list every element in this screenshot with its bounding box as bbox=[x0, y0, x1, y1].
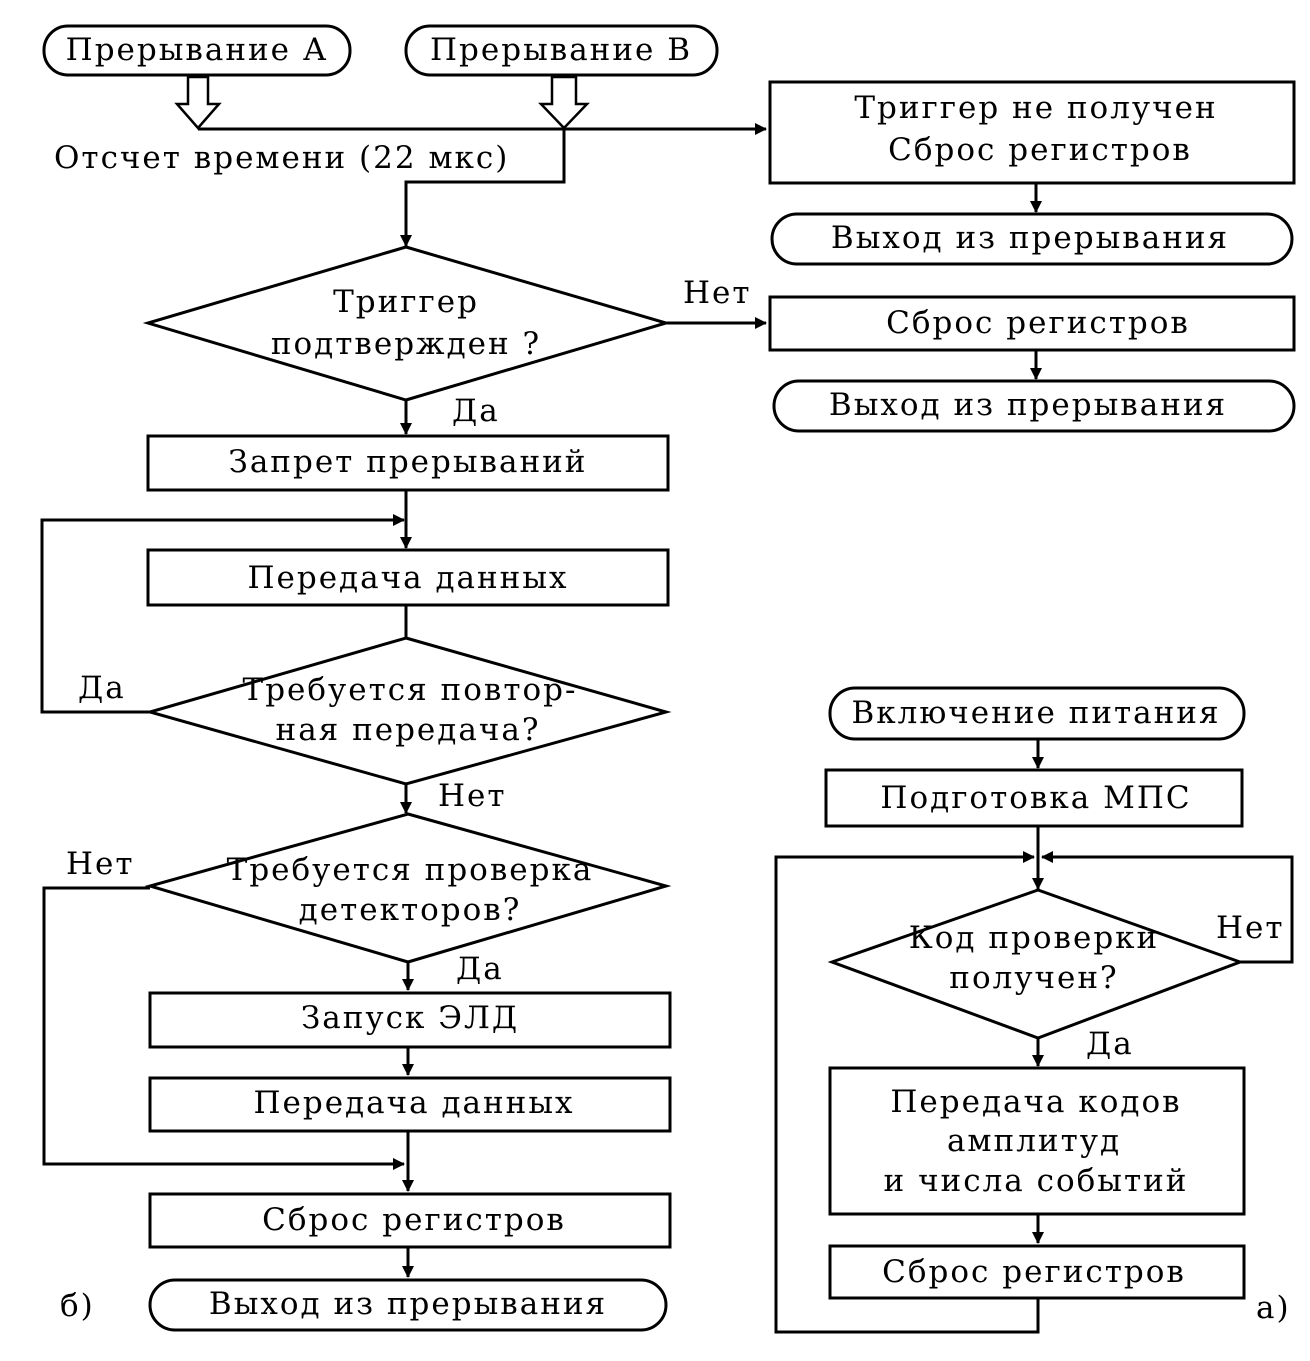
process-no-trigger bbox=[768, 80, 1296, 185]
hollow-arrow-a bbox=[174, 75, 222, 130]
label-yes-check: Да bbox=[456, 951, 504, 987]
process-send-codes bbox=[828, 1066, 1246, 1216]
process-send-codes-line1: Передача кодов bbox=[890, 1084, 1181, 1120]
process-disable-interrupts-label: Запрет прерываний bbox=[229, 444, 588, 480]
process-reset-2-label: Сброс регистров bbox=[886, 305, 1190, 341]
process-send-codes-line2: амплитуд bbox=[947, 1123, 1121, 1159]
decision-trigger-line1: Триггер bbox=[333, 284, 479, 320]
terminal-exit-1-label: Выход из прерывания bbox=[831, 220, 1229, 256]
decision-check-line1: Требуется проверка bbox=[227, 852, 594, 888]
start-terminal-a-label: Прерывание А bbox=[66, 32, 329, 68]
process-transfer-1-label: Передача данных bbox=[247, 560, 568, 596]
loop-repeat-transfer bbox=[40, 514, 405, 714]
decision-check-line2: детекторов? bbox=[299, 892, 522, 928]
start-terminal-b-label: Прерывание В bbox=[430, 32, 692, 68]
terminal-exit-1 bbox=[770, 212, 1294, 266]
process-no-trigger-line1: Триггер не получен bbox=[854, 90, 1217, 126]
start-terminal-b bbox=[404, 24, 719, 77]
process-start-eld-label: Запуск ЭЛД bbox=[301, 1000, 519, 1036]
terminal-exit-2 bbox=[772, 379, 1296, 433]
decision-trigger-confirmed bbox=[142, 245, 672, 402]
process-prepare bbox=[824, 768, 1244, 828]
label-yes-code: Да bbox=[1086, 1026, 1134, 1062]
label-yes-trigger: Да bbox=[452, 393, 500, 429]
process-reset-3-label: Сброс регистров bbox=[262, 1202, 566, 1238]
decision-repeat-line2: ная передача? bbox=[276, 712, 541, 748]
process-start-eld bbox=[148, 991, 672, 1049]
process-transfer-2 bbox=[148, 1076, 672, 1133]
decision-code-line1: Код проверки bbox=[909, 920, 1159, 956]
process-no-trigger-line2: Сброс регистров bbox=[888, 132, 1192, 168]
process-reset-main-label: Сброс регистров bbox=[882, 1254, 1186, 1290]
terminal-exit-2-label: Выход из прерывания bbox=[829, 387, 1227, 423]
label-yes-repeat: Да bbox=[78, 670, 126, 706]
process-send-codes-line3: и числа событий bbox=[884, 1163, 1189, 1199]
process-prepare-label: Подготовка МПС bbox=[880, 780, 1191, 816]
panel-label-a: а) bbox=[1256, 1290, 1291, 1326]
loop-main-cycle bbox=[774, 851, 1040, 1334]
terminal-exit-3-label: Выход из прерывания bbox=[209, 1286, 607, 1322]
connector-check-no bbox=[42, 886, 405, 1170]
main-flowchart: Включение питания Подготовка МПС Код про… bbox=[774, 686, 1294, 1334]
interrupt-flowchart: Прерывание А Прерывание В Отсчет времени… bbox=[40, 24, 1296, 1332]
connector-code-no bbox=[1041, 851, 1294, 964]
process-disable-interrupts bbox=[146, 434, 670, 492]
label-no-check: Нет bbox=[66, 846, 135, 882]
terminal-exit-3 bbox=[148, 1278, 668, 1332]
decision-code-line2: получен? bbox=[949, 960, 1118, 996]
panel-label-b: б) bbox=[60, 1288, 95, 1324]
label-no-repeat: Нет bbox=[438, 778, 507, 814]
process-transfer-2-label: Передача данных bbox=[253, 1085, 574, 1121]
start-terminal-a bbox=[42, 24, 352, 77]
decision-repeat-transfer bbox=[144, 636, 672, 786]
process-reset-3 bbox=[148, 1192, 672, 1249]
decision-check-detectors bbox=[144, 812, 672, 964]
timer-label: Отсчет времени (22 мкс) bbox=[54, 140, 509, 176]
label-no-trigger: Нет bbox=[683, 275, 752, 311]
decision-trigger-line2: подтвержден ? bbox=[271, 326, 541, 362]
process-transfer-1 bbox=[146, 548, 670, 607]
hollow-arrow-b bbox=[538, 75, 590, 130]
terminal-power-on-label: Включение питания bbox=[851, 695, 1220, 731]
decision-repeat-line1: Требуется повтор- bbox=[243, 672, 578, 708]
process-reset-2 bbox=[768, 295, 1296, 352]
process-reset-main bbox=[828, 1244, 1246, 1300]
label-no-code: Нет bbox=[1216, 910, 1285, 946]
